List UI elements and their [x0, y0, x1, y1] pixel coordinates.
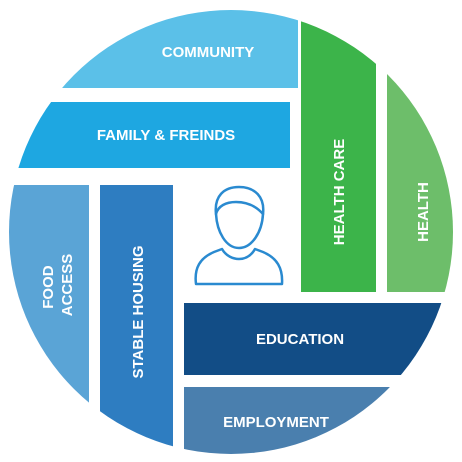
person-icon	[194, 185, 284, 286]
stable-housing-segment	[100, 185, 173, 454]
food-access-segment	[9, 185, 89, 454]
health-segment	[387, 10, 453, 292]
food-access-label: FOOD ACCESS	[40, 254, 76, 317]
family-friends-label: FAMILY & FREINDS	[97, 127, 235, 144]
health-care-segment	[301, 10, 376, 292]
stable-housing-label: STABLE HOUSING	[130, 245, 147, 378]
community-label: COMMUNITY	[162, 44, 255, 61]
employment-label: EMPLOYMENT	[223, 414, 329, 431]
education-label: EDUCATION	[256, 331, 344, 348]
education-segment	[184, 303, 453, 375]
health-label: HEALTH	[415, 182, 432, 242]
food-access-line-1: FOOD	[40, 265, 57, 308]
health-care-label: HEALTH CARE	[331, 139, 348, 245]
family-friends-segment	[9, 102, 290, 168]
food-access-line-2: ACCESS	[59, 254, 76, 317]
